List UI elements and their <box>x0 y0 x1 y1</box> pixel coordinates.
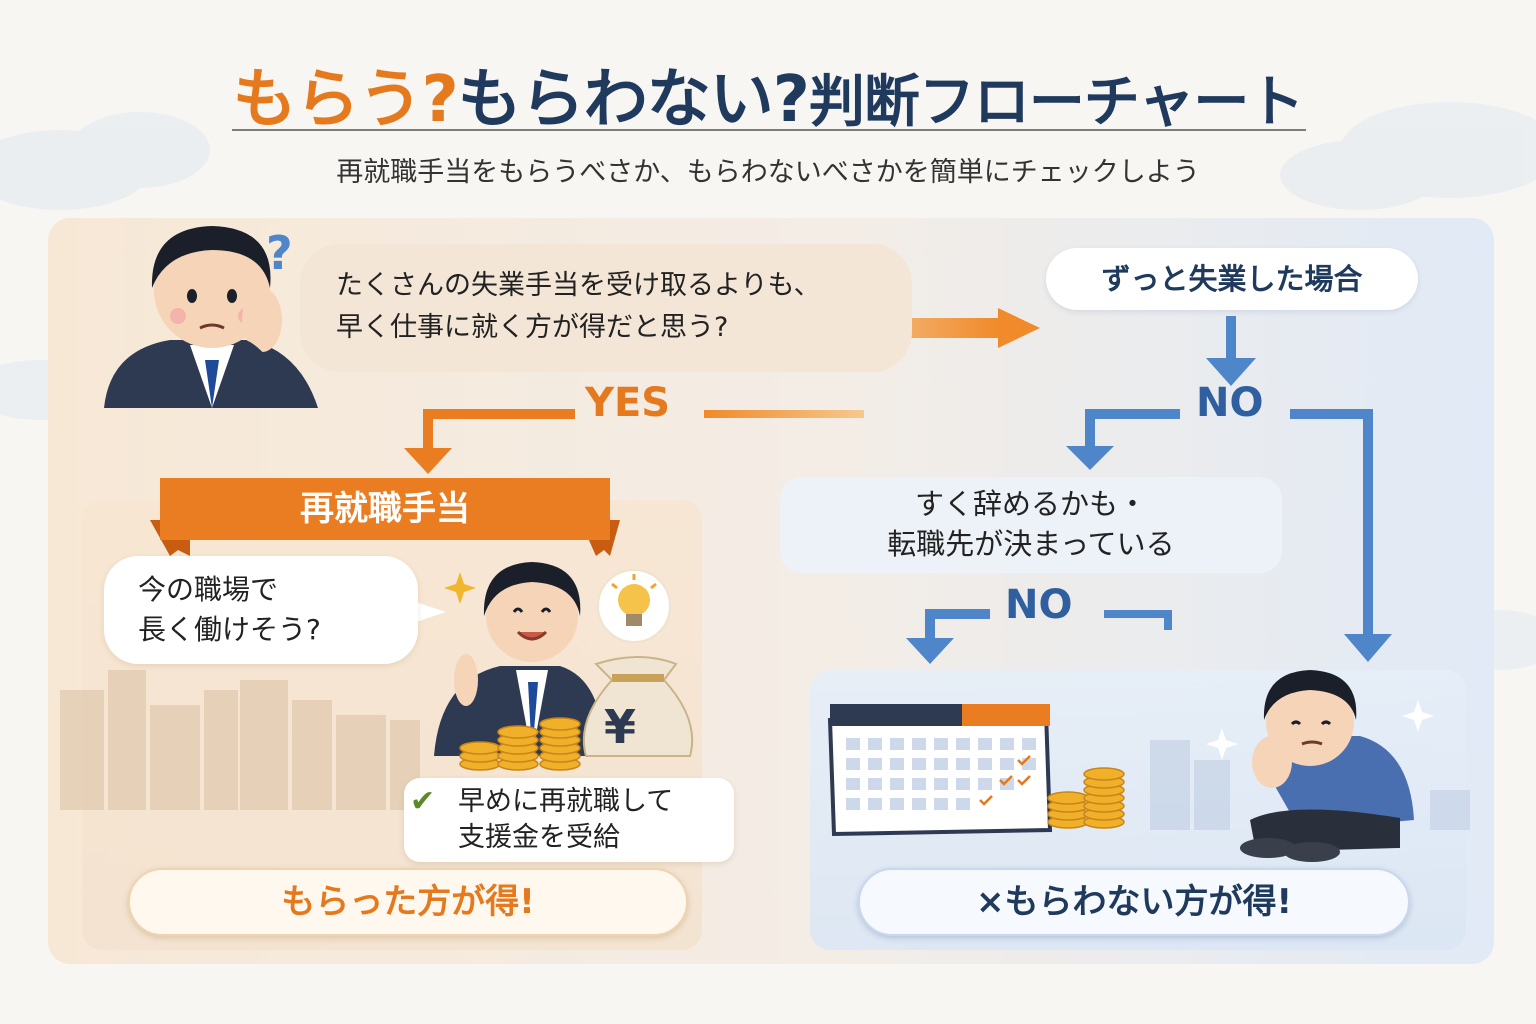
scenario-label: ずっと失業した場合 <box>1101 262 1363 296</box>
sad-sitting-man <box>1240 670 1414 862</box>
benefit-box <box>404 778 734 862</box>
scenario-pill <box>1046 248 1418 310</box>
start-question-bubble <box>300 244 912 372</box>
check-icon: ✔ <box>410 784 436 819</box>
title-part-not-receive: もらわない? <box>457 63 810 137</box>
start-question: たくさんの失業手当を受け取るよりも、 早く仕事に就く方が得だと思う? <box>336 265 916 349</box>
sparkle-icon <box>444 572 476 604</box>
prompt-line-2: 長く働けそう? <box>138 613 321 646</box>
yes-branch-arrow <box>404 409 864 474</box>
yen-symbol: ¥ <box>604 700 637 754</box>
cloud-decor <box>0 102 1536 670</box>
second-no-arrow <box>906 609 1172 664</box>
no-label-middle: NO <box>1005 582 1073 628</box>
reemployment-banner: 再就職手当 <box>300 489 470 529</box>
coin-stack-icon-right <box>1047 767 1125 829</box>
worried-businessman <box>104 226 318 408</box>
title-divider <box>232 129 1306 131</box>
no-label-top: NO <box>1196 380 1264 426</box>
result-not-receive: ×もらわない方が得! <box>976 882 1292 922</box>
money-bag-icon <box>582 656 694 757</box>
condition-text: すく辞めるかも・ 転職先が決まっている <box>780 484 1282 564</box>
start-question-line-1: たくさんの失業手当を受け取るよりも、 <box>336 270 821 301</box>
prompt-question: 今の職場で 長く働けそう? <box>138 570 408 650</box>
coin-stack-icon <box>459 717 581 771</box>
prompt-bubble-tail <box>410 600 446 624</box>
question-mark-icon: ? <box>266 226 293 280</box>
title-part-receive: もらう? <box>232 63 459 137</box>
no-branch-arrows <box>1085 409 1373 636</box>
sparkle-icon-right <box>1402 700 1434 732</box>
lightbulb-icon <box>597 569 671 643</box>
no-right-arrowhead <box>1344 634 1392 662</box>
result-right-box <box>858 868 1410 936</box>
yes-label: YES <box>585 380 671 426</box>
calendar-icon <box>827 704 1053 837</box>
prompt-bubble <box>104 556 418 664</box>
scenario-down-arrow <box>1206 316 1256 386</box>
page-subtitle: 再就職手当をもらうべさか、もらわないべさかを簡単にチェックしよう <box>336 157 1200 188</box>
result-left-box <box>128 868 688 936</box>
prompt-line-1: 今の職場で <box>138 573 279 606</box>
banner-ribbon <box>150 478 620 556</box>
benefit-line-1: 早めに再就職して <box>458 786 674 817</box>
benefit-line-2: 支援金を受給 <box>458 822 620 853</box>
condition-box <box>780 477 1282 573</box>
condition-line-2: 転職先が決まっている <box>887 527 1175 561</box>
benefit-text: 早めに再就職して 支援金を受給 <box>458 784 728 856</box>
title-part-flowchart: 判断フローチャート <box>808 70 1304 135</box>
city-skyline-right <box>1150 740 1470 830</box>
start-question-line-2: 早く仕事に就く方が得だと思う? <box>336 312 729 343</box>
result-receive: もらった方が得! <box>281 882 535 922</box>
page-title: もらう?もらわない?判断フローチャート <box>0 48 1536 140</box>
sparkle-icon-right-2 <box>1206 728 1238 760</box>
condition-line-1: すく辞めるかも・ <box>914 487 1147 521</box>
no-left-arrowhead <box>1066 446 1114 470</box>
